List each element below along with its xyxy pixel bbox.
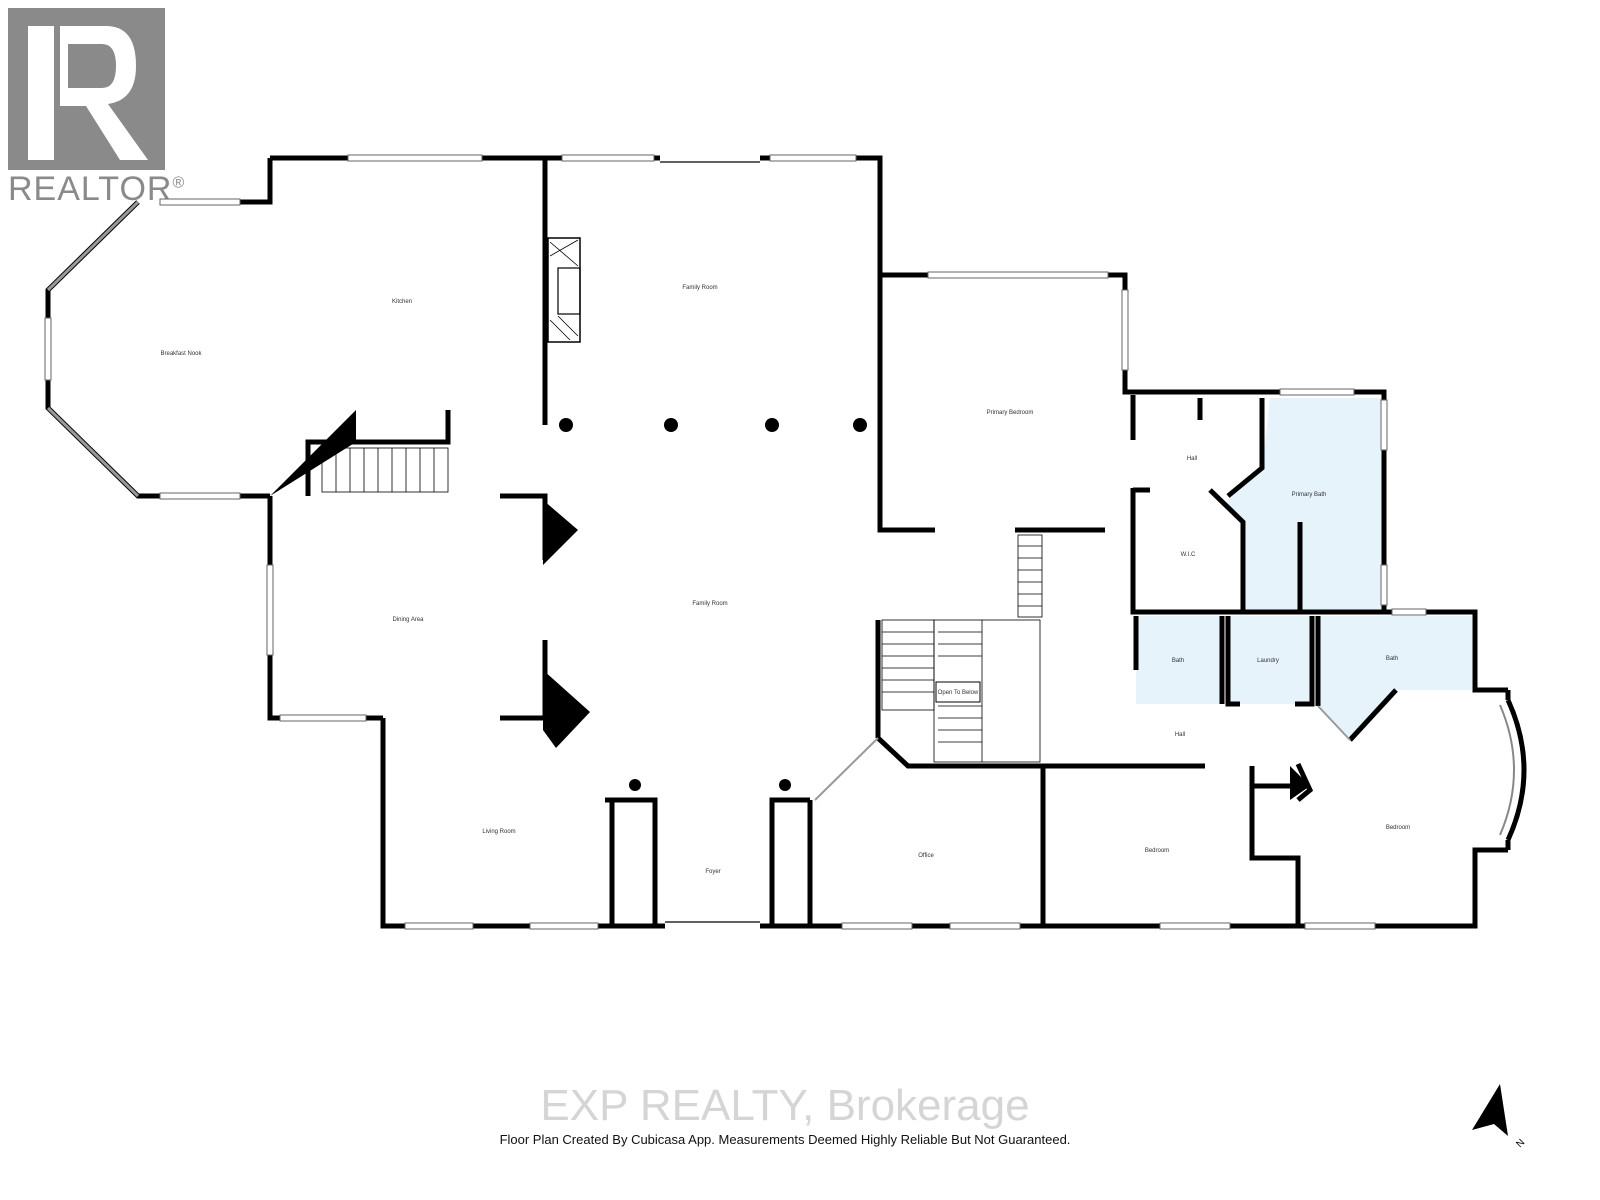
registered-mark: ®: [172, 174, 186, 192]
floor-plan-disclaimer: Floor Plan Created By Cubicasa App. Meas…: [499, 1132, 1071, 1147]
realtor-logo: [8, 8, 165, 170]
room-label-living-room: Living Room: [482, 829, 515, 835]
room-label-breakfast-nook: Breakfast Nook: [160, 351, 202, 357]
north-arrow-icon: N: [1472, 1084, 1527, 1150]
room-label-primary-bath: Primary Bath: [1292, 492, 1327, 498]
room-label-wic: W.I.C: [1181, 552, 1196, 558]
brokerage-watermark: EXP REALTY, Brokerage Floor Plan Created…: [470, 1080, 1100, 1156]
room-label-primary-bedroom: Primary Bedroom: [987, 410, 1034, 416]
room-label-office: Office: [918, 853, 934, 859]
room-label-bath-1: Bath: [1172, 658, 1184, 664]
room-labels: Breakfast Nook Kitchen Family Room Famil…: [160, 285, 1410, 875]
room-label-family-room-north: Family Room: [682, 285, 717, 291]
room-label-foyer: Foyer: [705, 869, 720, 875]
brokerage-name: EXP REALTY, Brokerage: [540, 1081, 1030, 1130]
bath-fills: [1136, 398, 1472, 740]
room-label-bath-2: Bath: [1386, 656, 1398, 662]
open-to-below-box: Open To Below: [935, 681, 981, 703]
room-label-dining-area: Dining Area: [392, 617, 424, 623]
room-label-bedroom-1: Bedroom: [1145, 848, 1169, 854]
compass-label: N: [1514, 1137, 1527, 1150]
realtor-wordmark: REALTOR®: [8, 170, 185, 209]
structural-fills: [270, 410, 1310, 800]
realtor-text: REALTOR: [8, 170, 173, 208]
room-label-open-to-below: Open To Below: [938, 690, 979, 696]
room-label-family-room: Family Room: [692, 601, 727, 607]
windows: [44, 154, 1527, 930]
room-label-kitchen: Kitchen: [392, 299, 412, 305]
columns: [559, 418, 867, 791]
room-label-hall: Hall: [1175, 732, 1185, 738]
room-label-laundry: Laundry: [1257, 658, 1279, 664]
stairs: [321, 447, 1043, 763]
room-label-hall-north: Hall: [1187, 456, 1197, 462]
room-label-bedroom-2: Bedroom: [1386, 825, 1410, 831]
fireplace: [547, 237, 581, 343]
